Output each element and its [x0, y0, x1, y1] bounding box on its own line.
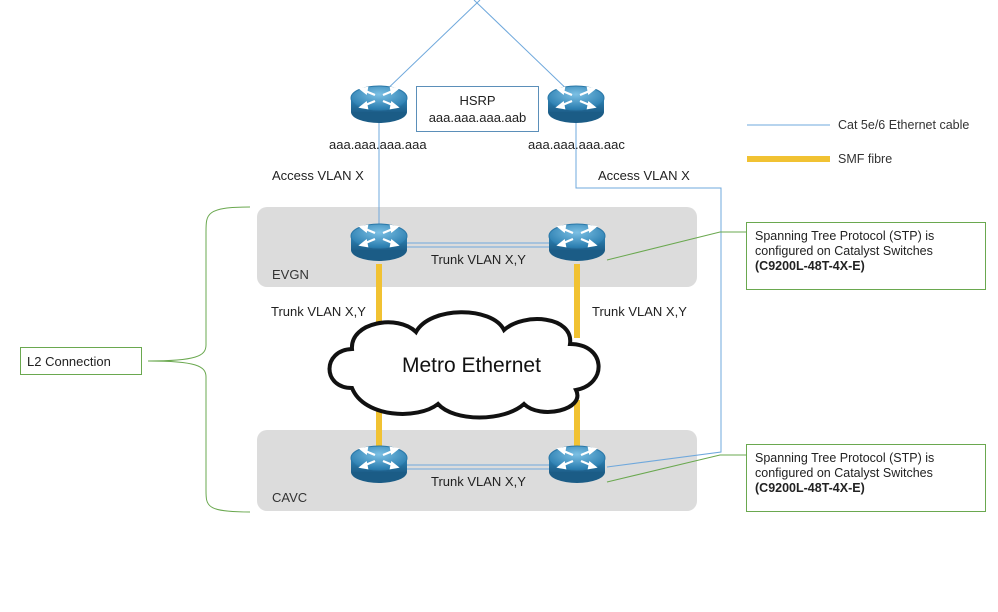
l2-connection-label: L2 Connection — [27, 354, 111, 369]
stp-connector-top — [606, 231, 746, 261]
trunk-link-cavc — [406, 464, 550, 470]
trunk-evgn-label: Trunk VLAN X,Y — [431, 252, 526, 267]
metro-ethernet-label: Metro Ethernet — [402, 354, 541, 377]
stp-note-line2: configured on Catalyst Switches — [755, 466, 933, 480]
uplink-right — [473, 0, 577, 99]
metro-ethernet-cloud — [327, 310, 601, 420]
legend-fibre-label: SMF fibre — [838, 152, 893, 166]
switch-cavc-left-icon[interactable] — [349, 444, 409, 485]
switch-evgn-left-icon[interactable] — [349, 222, 409, 263]
access-vlan-left-label: Access VLAN X — [272, 168, 364, 183]
stp-note-line1: Spanning Tree Protocol (STP) is — [755, 229, 935, 243]
access-link-right — [575, 118, 722, 468]
legend-ethernet-label: Cat 5e/6 Ethernet cable — [838, 118, 970, 132]
trunk-left-vertical-label: Trunk VLAN X,Y — [271, 304, 366, 319]
site-cavc-area — [257, 430, 697, 511]
trunk-right-vertical-label: Trunk VLAN X,Y — [592, 304, 687, 319]
site-cavc-label: CAVC — [272, 490, 308, 505]
hsrp-address: aaa.aaa.aaa.aab — [428, 110, 527, 125]
trunk-link-evgn — [406, 242, 550, 248]
l2-bracket — [147, 206, 251, 513]
stp-note-line1: Spanning Tree Protocol (STP) is — [755, 451, 935, 465]
stp-note-bottom: Spanning Tree Protocol (STP) is configur… — [746, 444, 986, 512]
access-vlan-right-label: Access VLAN X — [598, 168, 690, 183]
switch-evgn-right-icon[interactable] — [547, 222, 607, 263]
router-left-address: aaa.aaa.aaa.aaa — [329, 137, 427, 152]
stp-note-line2: configured on Catalyst Switches — [755, 244, 933, 258]
trunk-cavc-label: Trunk VLAN X,Y — [431, 474, 526, 489]
uplink-left — [377, 0, 481, 99]
hsrp-box: HSRP aaa.aaa.aaa.aab — [416, 86, 539, 132]
router-right-icon[interactable] — [546, 84, 606, 125]
l2-connection-box: L2 Connection — [20, 347, 142, 375]
stp-note-top: Spanning Tree Protocol (STP) is configur… — [746, 222, 986, 290]
stp-connector-bottom — [606, 454, 746, 483]
stp-note-model: (C9200L-48T-4X-E) — [755, 481, 865, 495]
switch-cavc-right-icon[interactable] — [547, 444, 607, 485]
router-left-icon[interactable] — [349, 84, 409, 125]
site-evgn-label: EVGN — [272, 267, 309, 282]
router-right-address: aaa.aaa.aaa.aac — [528, 137, 625, 152]
stp-note-model: (C9200L-48T-4X-E) — [755, 259, 865, 273]
hsrp-title: HSRP — [459, 93, 496, 108]
